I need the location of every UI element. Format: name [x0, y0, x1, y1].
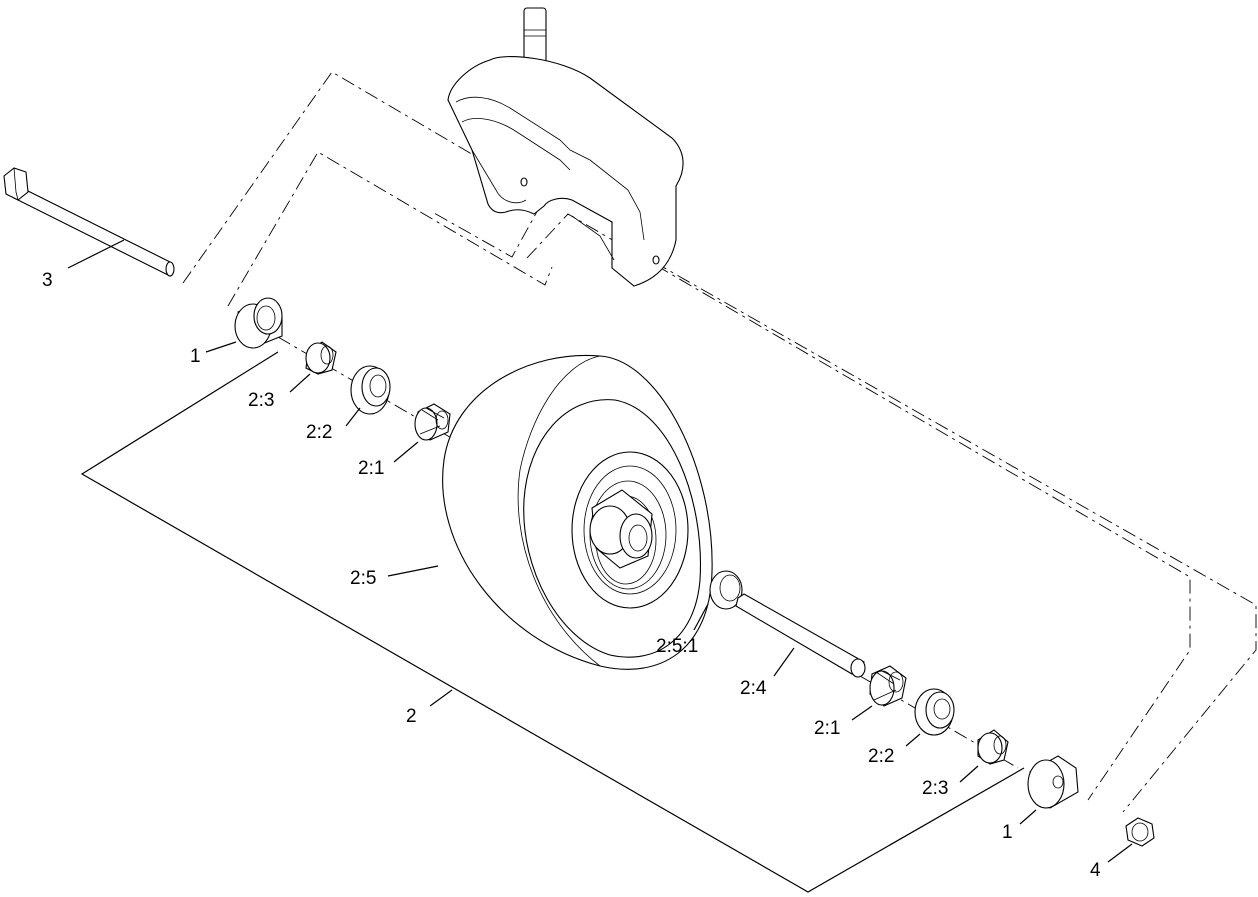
callout-4: 4 — [1090, 860, 1101, 881]
callout-2-3-right: 2:3 — [922, 778, 948, 799]
callout-labels: 3 1 2:3 2:2 2:1 2:5 2:5:1 2:4 2 2:1 2:2 … — [42, 270, 1101, 881]
callout-2-4: 2:4 — [740, 678, 767, 699]
callout-1-right: 1 — [1002, 822, 1013, 843]
callout-2-1-right: 2:1 — [814, 718, 840, 739]
callout-2-5: 2:5 — [350, 568, 376, 589]
spacer-cup-left — [234, 297, 283, 349]
bearing-cup — [709, 570, 743, 610]
roller-bearing-left — [414, 403, 451, 441]
bushing-left — [305, 341, 337, 375]
callout-2: 2 — [406, 706, 417, 727]
callout-2-2-left: 2:2 — [306, 422, 332, 443]
bolt — [3, 167, 175, 277]
callout-2-2-right: 2:2 — [868, 746, 894, 767]
callout-2-5-1: 2:5:1 — [656, 636, 698, 657]
callout-1-left: 1 — [190, 346, 201, 367]
lock-nut — [1125, 817, 1155, 847]
caster-fork — [447, 7, 684, 287]
roller-bearing-right — [869, 665, 907, 707]
wheel-tire — [442, 354, 713, 670]
callout-2-1-left: 2:1 — [358, 458, 384, 479]
callout-2-3-left: 2:3 — [248, 390, 274, 411]
assembly-path-lines — [182, 71, 1257, 813]
bearing-race-right — [914, 688, 955, 736]
callout-3: 3 — [42, 270, 53, 291]
spacer-cup-right — [1027, 755, 1079, 809]
leader-lines — [67, 239, 1133, 863]
bushing-right — [977, 729, 1009, 765]
bearing-race-left — [350, 365, 391, 415]
axle-tube — [735, 593, 866, 678]
group-2-bracket — [80, 351, 1025, 893]
